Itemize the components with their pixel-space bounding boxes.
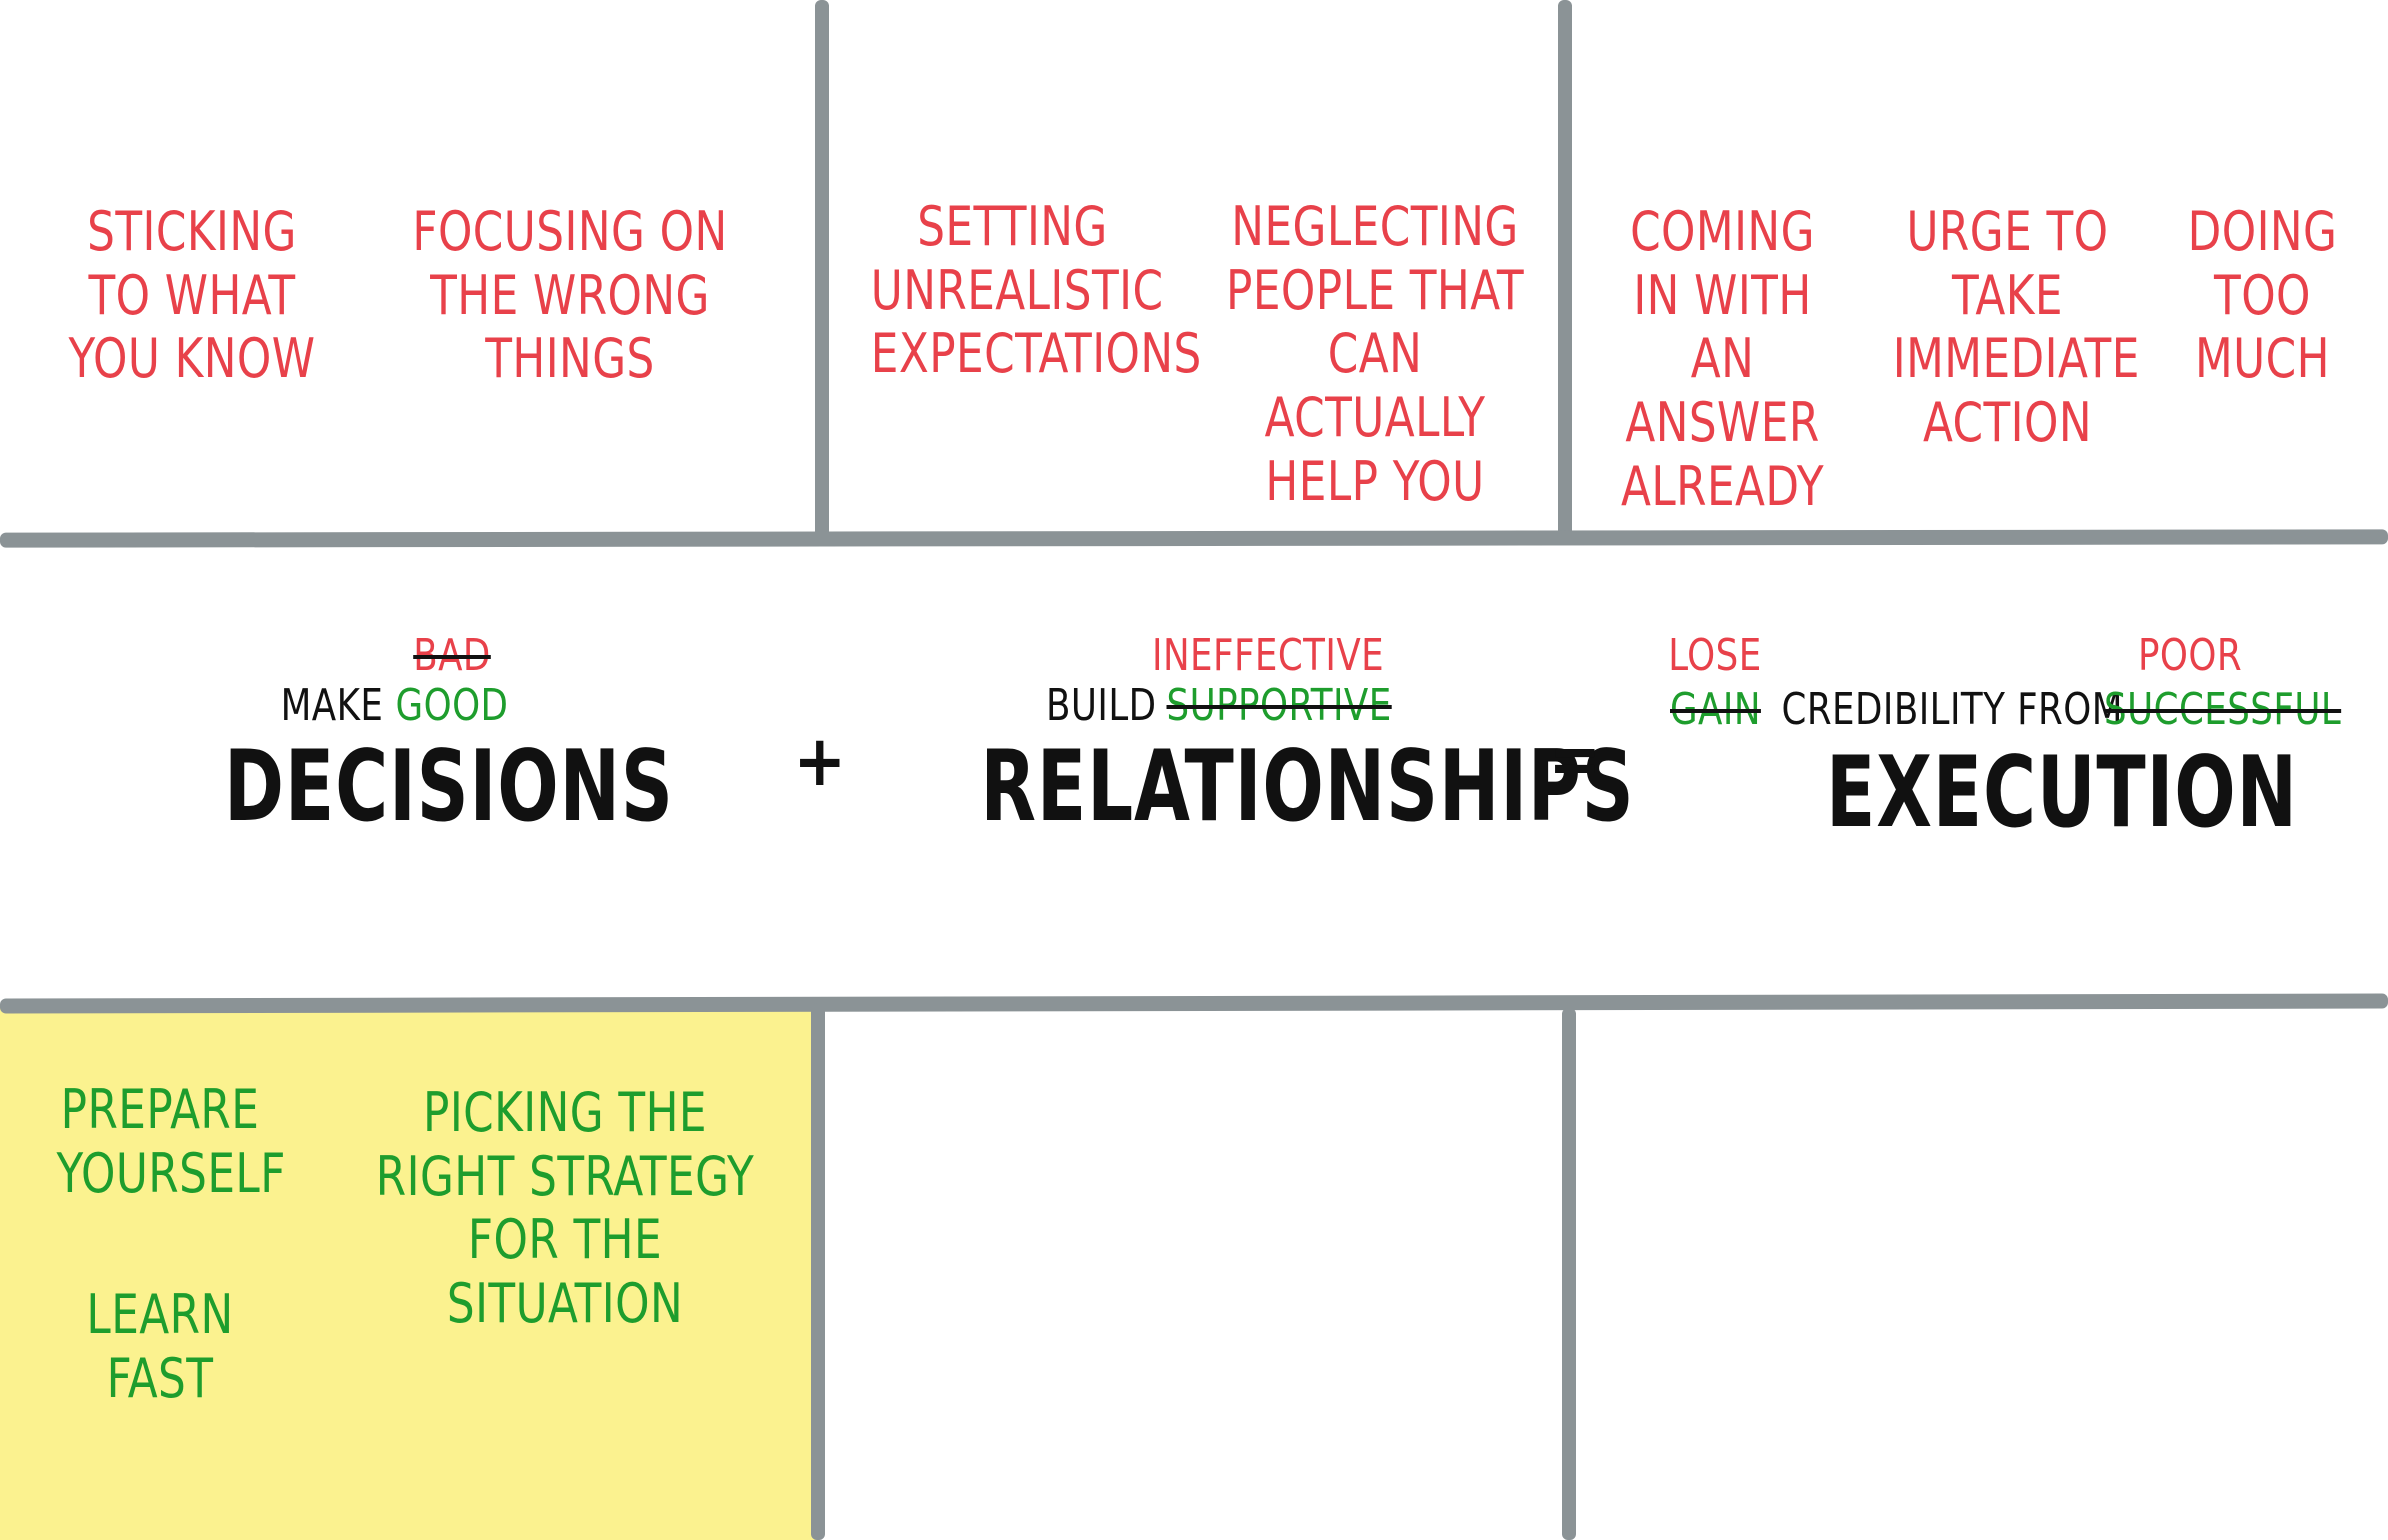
- execution-replacement-1: LOSE: [1668, 630, 1762, 681]
- highlighted-cell: [0, 1005, 818, 1540]
- grid-line-middle-top: [0, 529, 2388, 548]
- decisions-crossed-word: BAD: [413, 630, 491, 681]
- decisions-word: DECISIONS: [224, 730, 674, 844]
- execution-word: EXECUTION: [1826, 736, 2298, 850]
- grid-line-bottom-left-vertical: [811, 1003, 825, 1540]
- decisions-prefix: MAKE: [280, 680, 384, 731]
- relationships-crossed-word: SUPPORTIVE: [1166, 680, 1392, 731]
- grid-line-bottom-right-vertical: [1562, 1008, 1576, 1540]
- top-left-item-2: FOCUSING ON THE WRONG THINGS: [412, 200, 728, 391]
- top-right-item-3: DOING TOO MUCH: [2187, 200, 2338, 391]
- top-middle-item-1: SETTING UNREALISTIC EXPECTATIONS: [870, 195, 1202, 386]
- relationships-prefix: BUILD: [1046, 680, 1157, 731]
- top-right-item-2: URGE TO TAKE IMMEDIATE ACTION: [1892, 200, 2140, 455]
- grid-line-middle-bottom: [0, 993, 2388, 1014]
- plus-sign: +: [793, 720, 847, 802]
- top-right-item-1: COMING IN WITH AN ANSWER ALREADY: [1620, 200, 1825, 518]
- relationships-word: RELATIONSHIPS: [980, 730, 1635, 844]
- execution-crossed-word-1: GAIN: [1670, 684, 1761, 735]
- grid-line-top-right-vertical: [1558, 0, 1572, 540]
- bottom-left-item-3: PICKING THE RIGHT STRATEGY FOR THE SITUA…: [375, 1081, 755, 1336]
- top-left-item-1: STICKING TO WHAT YOU KNOW: [68, 200, 316, 391]
- bottom-left-item-1: PREPARE YOURSELF: [56, 1078, 286, 1205]
- equals-sign: =: [1548, 718, 1602, 800]
- execution-crossed-word-2: SUCCESSFUL: [2104, 684, 2342, 735]
- execution-replacement-2: POOR: [2137, 630, 2243, 681]
- grid-line-top-left-vertical: [815, 0, 829, 540]
- decisions-qualifier: GOOD: [395, 680, 509, 731]
- relationships-replacement: INEFFECTIVE: [1152, 630, 1385, 681]
- top-middle-item-2: NEGLECTING PEOPLE THAT CAN ACTUALLY HELP…: [1226, 195, 1524, 513]
- execution-middle: CREDIBILITY FROM: [1781, 684, 2123, 735]
- bottom-left-item-2: LEARN FAST: [86, 1283, 234, 1410]
